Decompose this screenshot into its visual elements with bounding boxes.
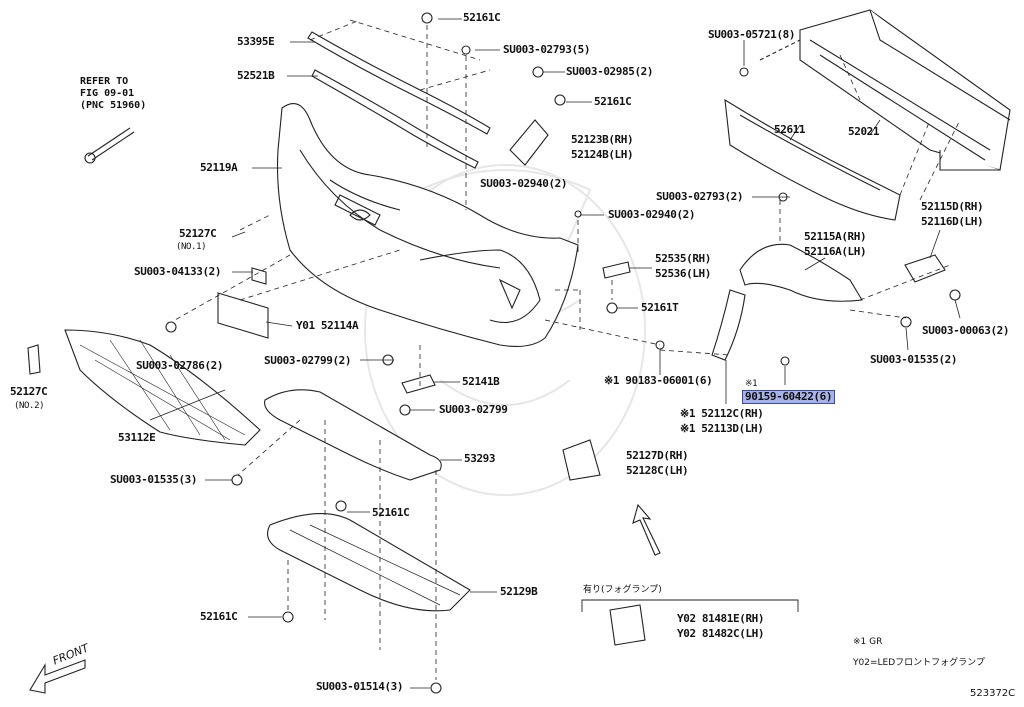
- label-SU003-02985[interactable]: SU003-02985(2): [566, 65, 654, 78]
- diagram-id: 523372C: [970, 688, 1016, 699]
- under-cover-52129B: [267, 513, 471, 612]
- label-SU003-04133[interactable]: SU003-04133(2): [134, 265, 222, 278]
- label-52161C-3[interactable]: 52161C: [372, 506, 410, 519]
- label-SU003-02799[interactable]: SU003-02799: [439, 403, 508, 416]
- legend-y02: Y02=LEDフロントフォグランプ: [853, 658, 985, 668]
- fasteners: [165, 12, 961, 694]
- label-no1: (NO.1): [176, 242, 207, 252]
- label-no2: (NO.2): [14, 401, 45, 411]
- label-81482C[interactable]: Y02 81482C(LH): [677, 627, 765, 640]
- label-52116A[interactable]: 52116A(LH): [804, 245, 867, 258]
- label-SU003-05721[interactable]: SU003-05721(8): [708, 28, 796, 41]
- fog-bracket: [581, 599, 799, 612]
- label-53293[interactable]: 53293: [464, 452, 496, 465]
- direction-arrow: [632, 503, 661, 556]
- moulding-52521B: [311, 69, 479, 169]
- label-SU003-02793-5[interactable]: SU003-02793(5): [503, 43, 591, 56]
- label-52123B[interactable]: 52123B(RH): [571, 133, 634, 146]
- refer-bolt: [84, 127, 135, 164]
- label-81481E[interactable]: Y02 81481E(RH): [677, 612, 765, 625]
- label-52536[interactable]: 52536(LH): [655, 267, 712, 280]
- label-52127C-no2[interactable]: 52127C: [10, 385, 48, 398]
- legend-gr: ※1 GR: [853, 637, 883, 647]
- label-52119A[interactable]: 52119A: [200, 161, 238, 174]
- label-52115A[interactable]: 52115A(RH): [804, 230, 867, 243]
- side-panel-52112C: [711, 289, 746, 361]
- label-52127D[interactable]: 52127D(RH): [626, 449, 689, 462]
- refer-line-1: REFER TO: [80, 76, 129, 87]
- reinforcement-52021: [799, 9, 1011, 171]
- label-SU003-00063[interactable]: SU003-00063(2): [922, 324, 1010, 337]
- label-52112C[interactable]: ※1 52112C(RH): [680, 407, 764, 420]
- label-52161C-4[interactable]: 52161C: [200, 610, 238, 623]
- label-53395E[interactable]: 53395E: [237, 35, 275, 48]
- label-52521B[interactable]: 52521B: [237, 69, 275, 82]
- label-52113D[interactable]: ※1 52113D(LH): [680, 422, 764, 435]
- label-52115D[interactable]: 52115D(RH): [921, 200, 984, 213]
- fog-lamp-header: 有り(フォグランプ): [583, 585, 662, 595]
- refer-line-3: (PNC 51960): [80, 100, 147, 111]
- label-52161T[interactable]: 52161T: [641, 301, 679, 314]
- cover-53293: [264, 389, 442, 481]
- label-gr-mark: ※1: [745, 379, 758, 389]
- label-52021[interactable]: 52021: [848, 125, 880, 138]
- label-SU003-02940-b[interactable]: SU003-02940(2): [608, 208, 696, 221]
- label-52141B[interactable]: 52141B: [462, 375, 500, 388]
- label-SU003-01514[interactable]: SU003-01514(3): [316, 680, 404, 693]
- label-SU003-02793-2[interactable]: SU003-02793(2): [656, 190, 744, 203]
- label-52611[interactable]: 52611: [774, 123, 806, 136]
- moulding-53395E: [307, 31, 491, 135]
- label-52161C-top[interactable]: 52161C: [463, 11, 501, 24]
- refer-note: REFER TO FIG 09-01 (PNC 51960): [80, 76, 146, 112]
- label-52128C[interactable]: 52128C(LH): [626, 464, 689, 477]
- label-52127C-no1[interactable]: 52127C: [179, 227, 217, 240]
- absorber-52611: [724, 98, 901, 221]
- label-90183-06001[interactable]: ※1 90183-06001(6): [604, 374, 713, 387]
- label-SU003-02940-a[interactable]: SU003-02940(2): [480, 177, 568, 190]
- refer-line-2: FIG 09-01: [80, 88, 135, 99]
- label-SU003-02786[interactable]: SU003-02786(2): [136, 359, 224, 372]
- label-53112E[interactable]: 53112E: [118, 431, 156, 444]
- label-52114A[interactable]: Y01 52114A: [296, 319, 359, 332]
- label-52124B[interactable]: 52124B(LH): [571, 148, 634, 161]
- label-52161C-2[interactable]: 52161C: [594, 95, 632, 108]
- label-SU003-01535-3[interactable]: SU003-01535(3): [110, 473, 198, 486]
- label-52116D[interactable]: 52116D(LH): [921, 215, 984, 228]
- grille-53112E: [64, 329, 261, 446]
- label-SU003-02799-2[interactable]: SU003-02799(2): [264, 354, 352, 367]
- bracket-52115A: [739, 243, 863, 302]
- label-52535[interactable]: 52535(RH): [655, 252, 712, 265]
- front-arrow: [29, 659, 86, 694]
- label-52129B[interactable]: 52129B: [500, 585, 538, 598]
- label-90159-60422-highlighted[interactable]: 90159-60422(6): [742, 390, 836, 404]
- label-SU003-01535-2[interactable]: SU003-01535(2): [870, 353, 958, 366]
